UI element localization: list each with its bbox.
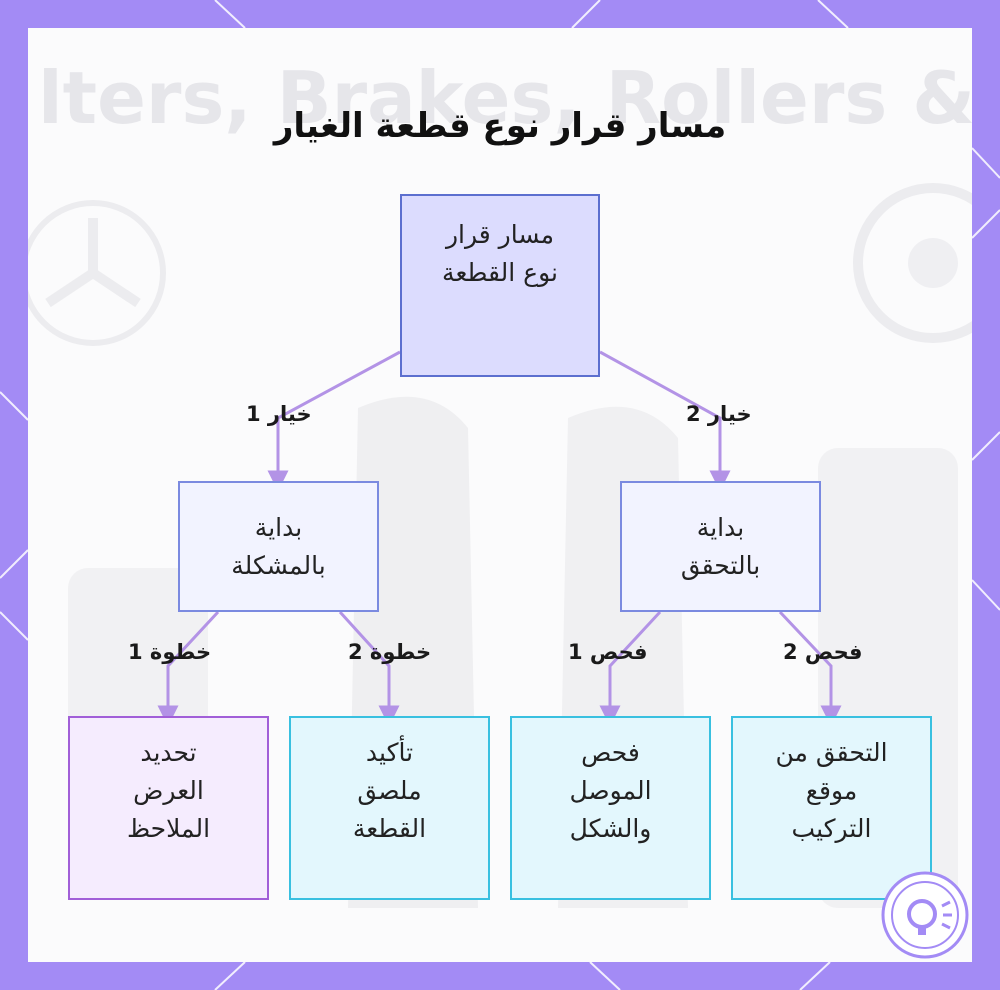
- node-identify-symptom-label: تحديد العرض الملاحظ: [127, 734, 210, 848]
- node-start-verify-label: بداية بالتحقق: [681, 509, 760, 585]
- node-confirm-label-text: تأكيد ملصق القطعة: [353, 734, 426, 848]
- node-start-problem: بداية بالمشكلة: [178, 481, 379, 612]
- node-start-problem-label: بداية بالمشكلة: [231, 509, 325, 585]
- diagram-panel: lters, Brakes, Rollers & Mo مسار قرار نو…: [28, 28, 972, 962]
- edge-verify-to-connector: [610, 612, 660, 716]
- node-confirm-label: تأكيد ملصق القطعة: [289, 716, 490, 900]
- edge-problem-to-identify: [168, 612, 218, 716]
- node-check-position-label: التحقق من موقع التركيب: [775, 734, 887, 848]
- node-start-verify: بداية بالتحقق: [620, 481, 821, 612]
- edge-label-check1: فحص 1: [568, 640, 647, 664]
- edge-verify-to-position: [780, 612, 831, 716]
- node-root: مسار قرار نوع القطعة: [400, 194, 600, 377]
- edge-label-option2: خيار 2: [686, 402, 752, 426]
- edge-problem-to-confirm: [340, 612, 389, 716]
- edge-label-step2: خطوة 2: [348, 640, 431, 664]
- edge-label-option1: خيار 1: [246, 402, 312, 426]
- lightbulb-badge-icon: [880, 870, 970, 960]
- node-check-connector-label: فحص الموصل والشكل: [569, 734, 651, 848]
- edge-label-step1: خطوة 1: [128, 640, 211, 664]
- node-check-connector: فحص الموصل والشكل: [510, 716, 711, 900]
- edge-label-check2: فحص 2: [783, 640, 862, 664]
- node-identify-symptom: تحديد العرض الملاحظ: [68, 716, 269, 900]
- node-root-label: مسار قرار نوع القطعة: [442, 216, 558, 292]
